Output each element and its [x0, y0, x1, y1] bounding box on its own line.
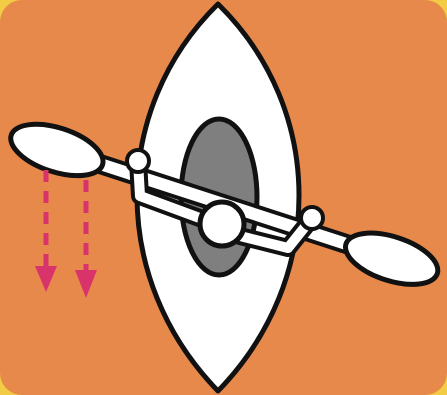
paddler-hand-right [301, 207, 323, 229]
paddler-head [200, 202, 244, 246]
paddler-hand-left [127, 150, 149, 172]
